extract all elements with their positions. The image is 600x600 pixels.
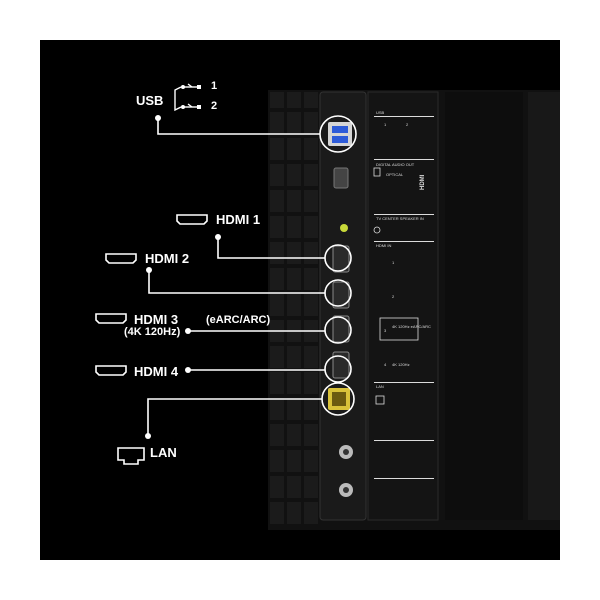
right-panel — [445, 92, 523, 520]
leader-dots — [145, 115, 221, 439]
usb-icon — [174, 83, 198, 112]
panel-hdmi-1: 1 — [392, 260, 395, 265]
panel-usb-2: 2 — [406, 122, 409, 127]
panel-hdmi-in: HDMI IN — [376, 243, 392, 248]
satellite-port-icon — [339, 483, 353, 497]
label-plate — [367, 91, 439, 521]
usb-icon-heads — [181, 85, 201, 109]
ethernet-port-icon — [328, 388, 350, 410]
lan-icon — [117, 447, 145, 465]
usb-port-1-label: 1 — [211, 80, 218, 92]
tv-back-panel — [95, 83, 560, 530]
panel-hdmi-4: 4 — [384, 362, 387, 367]
hdmi3-note: (eARC/ARC) — [206, 314, 271, 326]
optical-port-icon — [333, 167, 349, 189]
panel-hdmi-logo: HDMI — [420, 174, 426, 190]
panel-hdmi-4-note: 4K 120Hz — [392, 362, 410, 367]
panel-hdmi-3: 3 — [384, 328, 387, 333]
usb-port-2-label: 2 — [211, 100, 218, 112]
panel-hdmi-2: 2 — [392, 294, 395, 299]
panel-usb-1: 1 — [384, 122, 387, 127]
usb-label: USB — [136, 93, 164, 108]
right-edge — [528, 92, 560, 520]
panel-digital-audio: DIGITAL AUDIO OUT — [376, 162, 415, 167]
vent-grid — [270, 92, 318, 524]
panel-center-speaker: TV CENTER SPEAKER IN — [376, 216, 424, 221]
panel-optical: OPTICAL — [386, 172, 404, 177]
hdmi-icon — [95, 214, 208, 376]
leader-lines — [147, 115, 357, 436]
connector-panel-figure: USB 1 2 HDMI 1 HDMI 2 HDMI 3 (eARC/ARC) … — [40, 40, 560, 560]
center-speaker-jack — [340, 224, 348, 232]
panel-hdmi-3-note: 4K 120Hz eARC/ARC — [392, 324, 431, 329]
usb-port-icon — [328, 122, 352, 146]
panel-usb-header: USB — [376, 110, 385, 115]
hdmi1-label: HDMI 1 — [216, 212, 261, 227]
hdmi2-label: HDMI 2 — [145, 251, 190, 266]
hdmi4-label: HDMI 4 — [134, 364, 179, 379]
panel-markings — [373, 116, 434, 479]
antenna-port-icon — [339, 445, 353, 459]
hdmi3-label: HDMI 3 — [134, 312, 179, 327]
panel-lan: LAN — [376, 384, 384, 389]
hdmi-port-icon — [332, 245, 350, 379]
hdmi3-note2: (4K 120Hz) — [124, 326, 181, 338]
lan-label: LAN — [150, 445, 177, 460]
